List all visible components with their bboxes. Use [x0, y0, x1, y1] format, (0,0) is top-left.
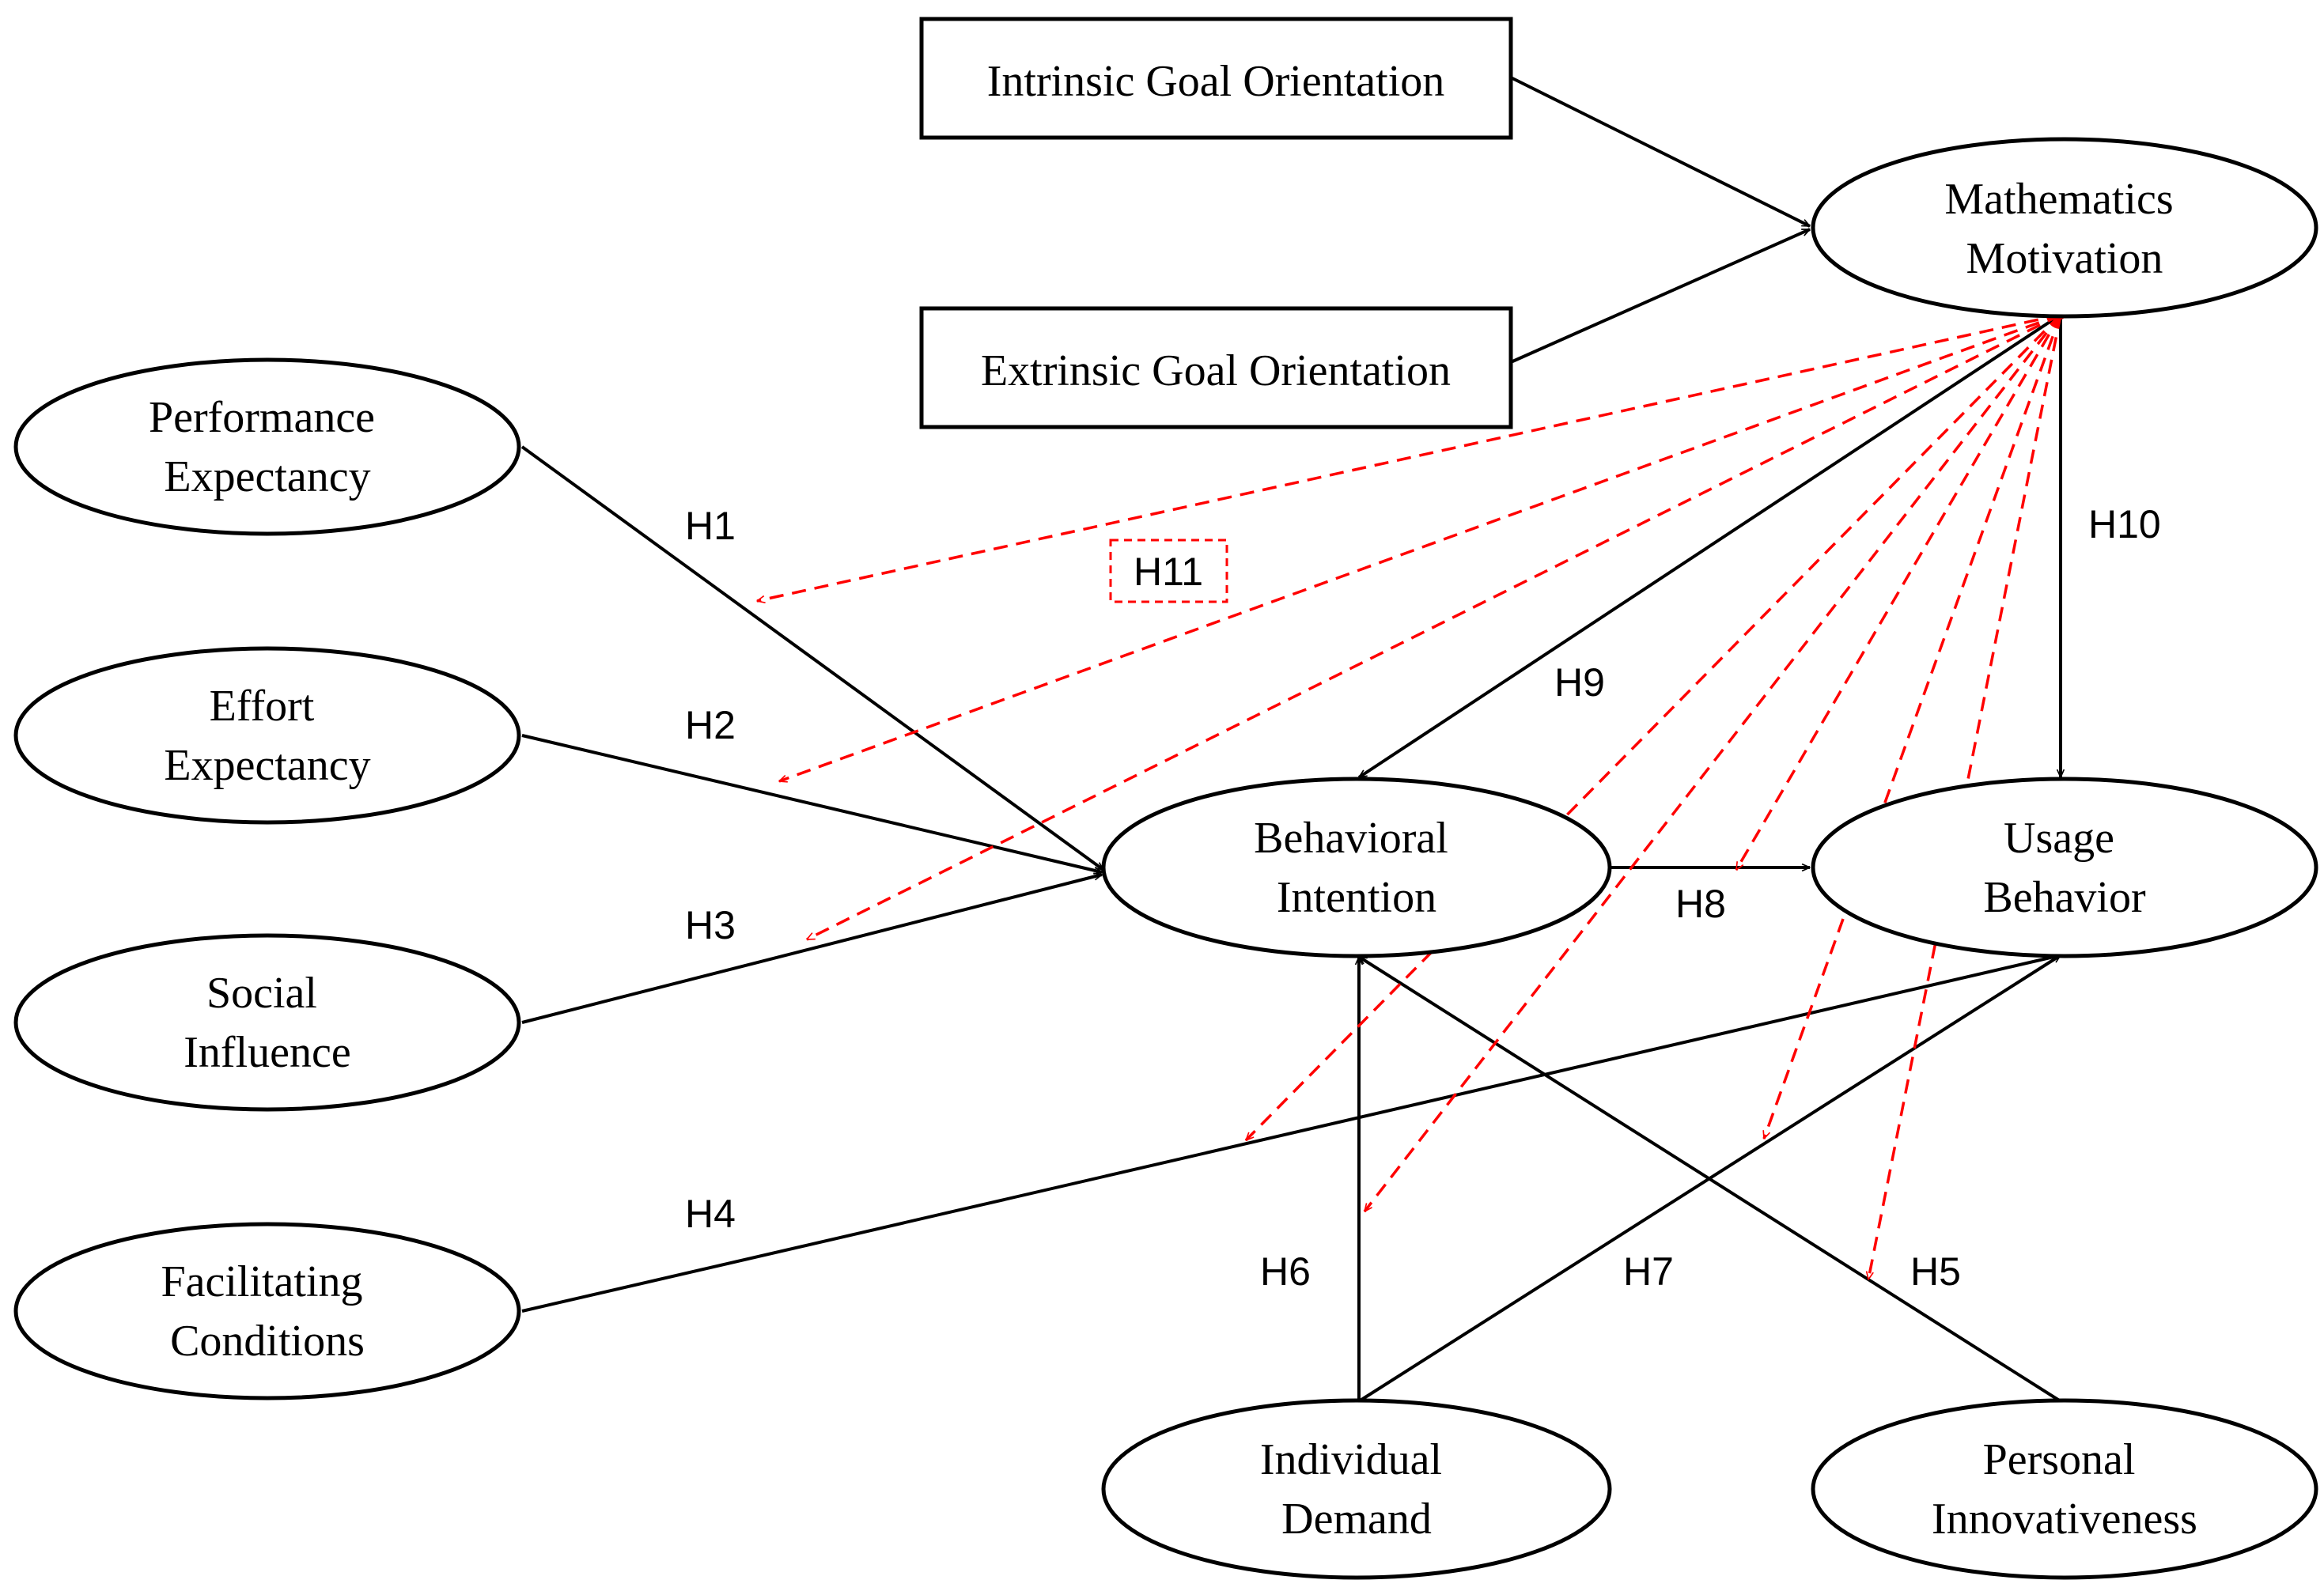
usage-behavior-line2: Behavior [1983, 873, 2146, 922]
mathematics-motivation-node: Mathematics Motivation [1811, 137, 2318, 319]
h5-label: H5 [1910, 1249, 1961, 1294]
behavioral-intention-node: Behavioral Intention [1101, 777, 1612, 958]
effort-expectancy-line1: Effort [210, 682, 315, 731]
behavioral-intention-line2: Intention [1277, 873, 1436, 922]
svg-text:Mathematics Motivation: Mathematics Motivation [1944, 175, 2184, 283]
social-influence-line2: Influence [184, 1028, 350, 1077]
svg-text:Individual Demand: Individual Demand [1260, 1435, 1453, 1544]
h4-label: H4 [685, 1192, 736, 1236]
h10-label: H10 [2088, 502, 2161, 546]
h7-label: H7 [1623, 1249, 1674, 1294]
mathematics-motivation-line2: Motivation [1966, 234, 2163, 283]
moderation-edge-h8 [1735, 314, 2062, 870]
moderation-edge-h1 [757, 313, 2061, 601]
facilitating-conditions-node: Facilitating Conditions [13, 1222, 521, 1400]
edge-h2-effort-to-intention [521, 734, 1102, 872]
edge-h9-motivation-to-intention [1359, 313, 2062, 779]
individual-demand-line1: Individual [1260, 1435, 1442, 1484]
edge-extrinsic-to-motivation [1510, 228, 1810, 364]
h2-label: H2 [685, 703, 736, 747]
individual-demand-line2: Demand [1281, 1495, 1432, 1544]
individual-demand-node: Individual Demand [1101, 1398, 1612, 1580]
extrinsic-goal-orientation-label: Extrinsic Goal Orientation [981, 346, 1451, 395]
h11-label: H11 [1134, 550, 1203, 594]
h8-label: H8 [1675, 882, 1726, 926]
moderation-edge-h3 [807, 313, 2061, 941]
svg-text:Performance Expectancy: Performance Expectancy [149, 393, 386, 501]
moderation-edge-h4 [1246, 313, 2062, 1140]
effort-expectancy-node: Effort Expectancy [13, 646, 521, 825]
svg-text:Effort Expectancy: Effort Expectancy [164, 682, 370, 790]
moderation-edge-h6 [1363, 313, 2062, 1211]
moderation-edge-h2 [779, 313, 2061, 783]
behavioral-intention-line1: Behavioral [1254, 814, 1448, 863]
performance-expectancy-line2: Expectancy [164, 452, 370, 501]
hypothesis-labels: H1 H2 H3 H4 H5 H6 H7 H8 H9 H10 H11 [685, 502, 2161, 1294]
svg-text:Personal Innovativeness: Personal Innovativeness [1932, 1435, 2197, 1544]
intrinsic-goal-orientation-node: Intrinsic Goal Orientation [919, 17, 1513, 140]
svg-text:Behavioral Intention: Behavioral Intention [1254, 814, 1459, 922]
h1-label: H1 [685, 504, 736, 548]
edge-h1-performance-to-intention [520, 445, 1103, 871]
edge-h7-demand-to-usage [1357, 954, 2061, 1403]
personal-innovativeness-line1: Personal [1983, 1435, 2136, 1484]
facilitating-conditions-line1: Facilitating [161, 1257, 362, 1306]
svg-text:Facilitating Conditions: Facilitating Conditions [161, 1257, 373, 1366]
extrinsic-goal-orientation-node: Extrinsic Goal Orientation [919, 306, 1513, 429]
h11-label-box [1109, 539, 1228, 603]
usage-behavior-line1: Usage [2004, 814, 2114, 863]
edge-h4-facilitating-to-usage [521, 955, 2061, 1313]
svg-text:Social Influence: Social Influence [184, 969, 350, 1077]
h9-label: H9 [1554, 660, 1605, 705]
h3-label: H3 [685, 903, 736, 947]
intrinsic-goal-orientation-label: Intrinsic Goal Orientation [987, 57, 1445, 106]
performance-expectancy-node: Performance Expectancy [13, 357, 521, 536]
personal-innovativeness-node: Personal Innovativeness [1811, 1398, 2318, 1580]
svg-text:Usage Behavior: Usage Behavior [1983, 814, 2146, 922]
social-influence-line1: Social [206, 969, 317, 1018]
structural-paths [520, 76, 2062, 1403]
social-influence-node: Social Influence [13, 933, 521, 1112]
facilitating-conditions-line2: Conditions [170, 1317, 365, 1366]
usage-behavior-node: Usage Behavior [1811, 777, 2318, 958]
moderation-edge-h7 [1762, 314, 2062, 1139]
performance-expectancy-line1: Performance [149, 393, 375, 442]
effort-expectancy-line2: Expectancy [164, 741, 370, 790]
edge-intrinsic-to-motivation [1510, 76, 1810, 228]
mathematics-motivation-line1: Mathematics [1944, 175, 2173, 224]
edge-h3-social-to-intention [521, 875, 1102, 1024]
personal-innovativeness-line2: Innovativeness [1932, 1495, 2197, 1544]
h6-label: H6 [1260, 1249, 1311, 1294]
